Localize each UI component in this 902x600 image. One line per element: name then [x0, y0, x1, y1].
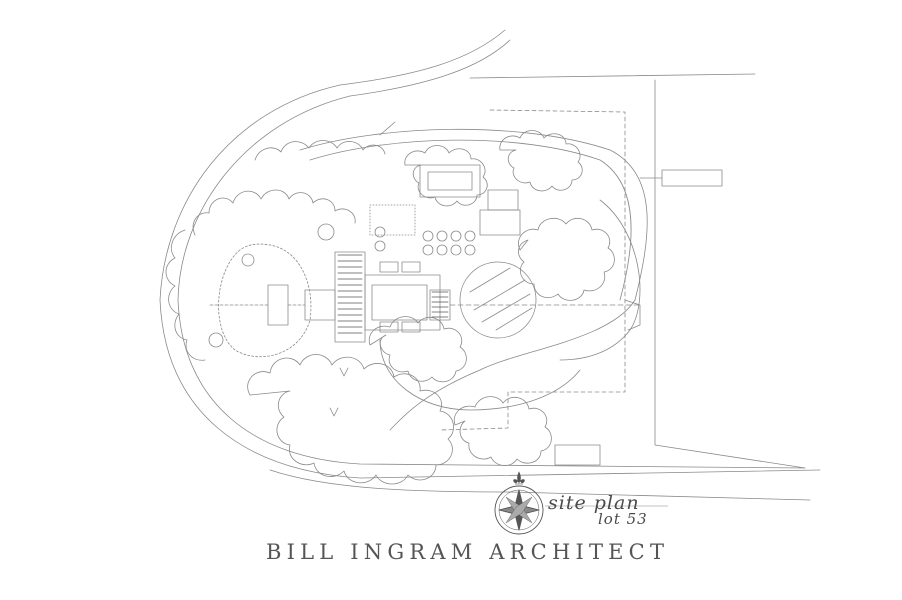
garden-bed-3 — [379, 321, 399, 333]
pavilion-inner — [427, 171, 473, 191]
east-lawn-edge — [559, 199, 641, 361]
tree-line-northwest — [254, 140, 386, 161]
compass-rose-icon — [494, 485, 544, 535]
terrace-hatch — [431, 291, 449, 318]
property-line — [469, 73, 806, 469]
callout-box-east — [661, 169, 723, 187]
lot-number: lot 53 — [598, 510, 648, 528]
setback-line — [554, 444, 601, 466]
marker-a-2 — [329, 407, 339, 417]
pool-lawn — [459, 261, 537, 339]
tree-west-2 — [208, 332, 224, 348]
walking-path — [379, 339, 581, 411]
garden-bed-1 — [379, 261, 399, 273]
firm-name: BILL INGRAM ARCHITECT — [266, 540, 670, 564]
leader-north — [379, 121, 396, 136]
service-court — [479, 209, 521, 236]
pool-hatch — [469, 267, 533, 331]
garden-bed-2 — [401, 261, 421, 273]
fleur-de-lis-icon — [513, 471, 525, 485]
tree-cluster-east — [518, 217, 615, 301]
garden-bed-4 — [401, 321, 421, 333]
lot-boundary — [439, 109, 626, 431]
road-outer-edge — [159, 29, 821, 479]
front-gate — [267, 284, 289, 326]
house-roof-hatch — [337, 254, 363, 334]
drawing-title: site plan — [548, 492, 640, 514]
house-east-wing — [364, 274, 441, 331]
tree-west-3 — [241, 253, 255, 267]
tree-west-1 — [317, 223, 335, 241]
callout-box-north — [400, 118, 440, 128]
tree-line-southeast — [453, 396, 552, 466]
road-bottom-edge — [269, 469, 811, 501]
tree-line-north — [192, 189, 356, 236]
orchard-trees — [374, 226, 476, 256]
garage — [487, 189, 519, 211]
forecourt-paving — [369, 204, 416, 236]
tree-cluster-center — [368, 316, 467, 383]
east-notch — [624, 299, 641, 331]
west-lawn — [218, 243, 312, 358]
house-forecourt — [371, 284, 428, 321]
entry-court — [304, 289, 336, 321]
tree-cluster-northeast — [499, 130, 583, 192]
tree-line-south — [247, 354, 454, 485]
pavilion — [419, 164, 481, 198]
tree-line-west — [165, 229, 206, 361]
driveway-loop — [299, 128, 648, 431]
driveway-loop-inner — [309, 139, 632, 301]
marker-a-1 — [339, 367, 349, 377]
road-inner-edge — [177, 39, 806, 469]
